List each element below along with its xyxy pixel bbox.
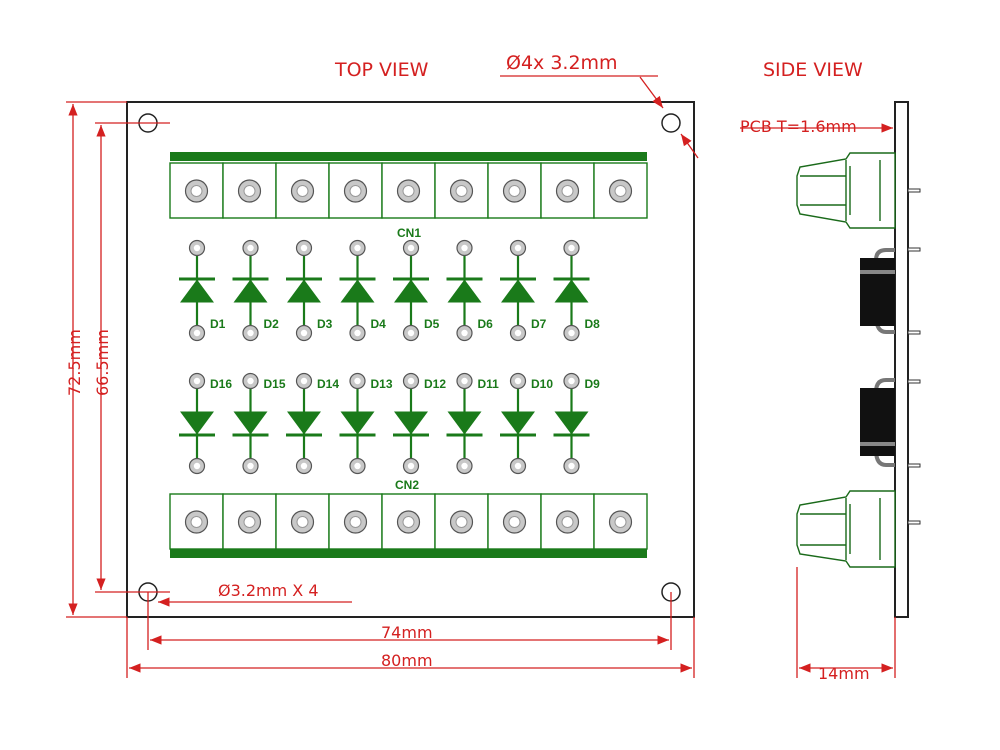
- diode: D4: [339, 239, 387, 342]
- diode: D11: [446, 372, 500, 475]
- side-diode-lower: [860, 378, 921, 468]
- pcb-thickness-label: PCB T=1.6mm: [740, 117, 857, 136]
- diode: D12: [393, 372, 446, 475]
- hole-callout-bottom-label: Ø3.2mm X 4: [218, 581, 319, 600]
- diode-label: D2: [264, 317, 280, 331]
- diode: D8: [553, 239, 601, 342]
- terminal-cell: [222, 162, 277, 219]
- diode-label: D1: [210, 317, 226, 331]
- diode: D14: [286, 372, 339, 475]
- outer-width-dimension: [126, 617, 695, 678]
- terminal-block-cn1: [169, 152, 648, 219]
- terminal-cell: [593, 162, 648, 219]
- cn2-label: CN2: [395, 478, 419, 492]
- diode-label: D8: [585, 317, 601, 331]
- diode-label: D7: [531, 317, 547, 331]
- hole-callout-top-label: Ø4x 3.2mm: [506, 52, 618, 74]
- diode: D7: [500, 239, 547, 342]
- diode: D16: [179, 372, 232, 475]
- diode-label: D12: [424, 377, 446, 391]
- side-pin: [907, 330, 921, 335]
- diode: D3: [286, 239, 333, 342]
- inner-width-label: 74mm: [381, 623, 433, 642]
- terminal-cell: [169, 493, 224, 550]
- diode: D1: [179, 239, 226, 342]
- top-view-title: TOP VIEW: [334, 59, 429, 81]
- terminal-cell: [328, 162, 383, 219]
- diode: D9: [553, 372, 601, 475]
- outer-width-label: 80mm: [381, 651, 433, 670]
- outer-height-dimension: [66, 101, 127, 618]
- diode-label: D5: [424, 317, 440, 331]
- diode: D10: [500, 372, 553, 475]
- cn1-label: CN1: [397, 226, 421, 240]
- diode-label: D14: [317, 377, 339, 391]
- side-pin: [907, 520, 921, 525]
- terminal-cell: [540, 162, 595, 219]
- side-diode-upper: [860, 247, 921, 335]
- terminal-cell: [487, 493, 542, 550]
- diode-label: D9: [585, 377, 601, 391]
- diode-label: D4: [371, 317, 387, 331]
- diode: D2: [232, 239, 280, 342]
- terminal-cell: [169, 162, 224, 219]
- diode: D6: [446, 239, 494, 342]
- terminal-cell: [275, 162, 330, 219]
- side-view-title: SIDE VIEW: [763, 59, 863, 81]
- inner-height-label: 66.5mm: [93, 329, 112, 396]
- diode: D13: [339, 372, 393, 475]
- diode-label: D15: [264, 377, 286, 391]
- terminal-cell: [381, 162, 436, 219]
- side-pin: [907, 247, 921, 252]
- hole-callout-top: [500, 75, 699, 159]
- terminal-cell: [275, 493, 330, 550]
- terminal-cell: [381, 493, 436, 550]
- side-width-label: 14mm: [818, 664, 870, 683]
- terminal-block-cn2: [169, 493, 648, 558]
- inner-height-dimension: [95, 122, 170, 593]
- terminal-cell: [222, 493, 277, 550]
- inner-width-dimension: [147, 592, 672, 650]
- terminal-cell: [593, 493, 648, 550]
- diode-label: D3: [317, 317, 333, 331]
- terminal-cell: [487, 162, 542, 219]
- terminal-cell: [540, 493, 595, 550]
- terminal-cell: [434, 162, 489, 219]
- outer-height-label: 72.5mm: [65, 329, 84, 396]
- side-terminal-block-top: [796, 152, 896, 229]
- side-view: PCB T=1.6mm: [740, 101, 921, 678]
- side-pin: [907, 379, 921, 384]
- diode-label: D13: [371, 377, 393, 391]
- diode: D15: [232, 372, 286, 475]
- side-pcb-edge: [894, 101, 909, 618]
- diode: D5: [393, 239, 440, 342]
- terminal-cell: [434, 493, 489, 550]
- terminal-cell: [328, 493, 383, 550]
- side-pin: [907, 463, 921, 468]
- side-terminal-block-bottom: [796, 490, 896, 568]
- diode-label: D6: [478, 317, 494, 331]
- diode-label: D11: [478, 377, 500, 391]
- diode-label: D16: [210, 377, 232, 391]
- mounting-hole: [661, 113, 681, 133]
- side-pin: [907, 188, 921, 193]
- diode-label: D10: [531, 377, 553, 391]
